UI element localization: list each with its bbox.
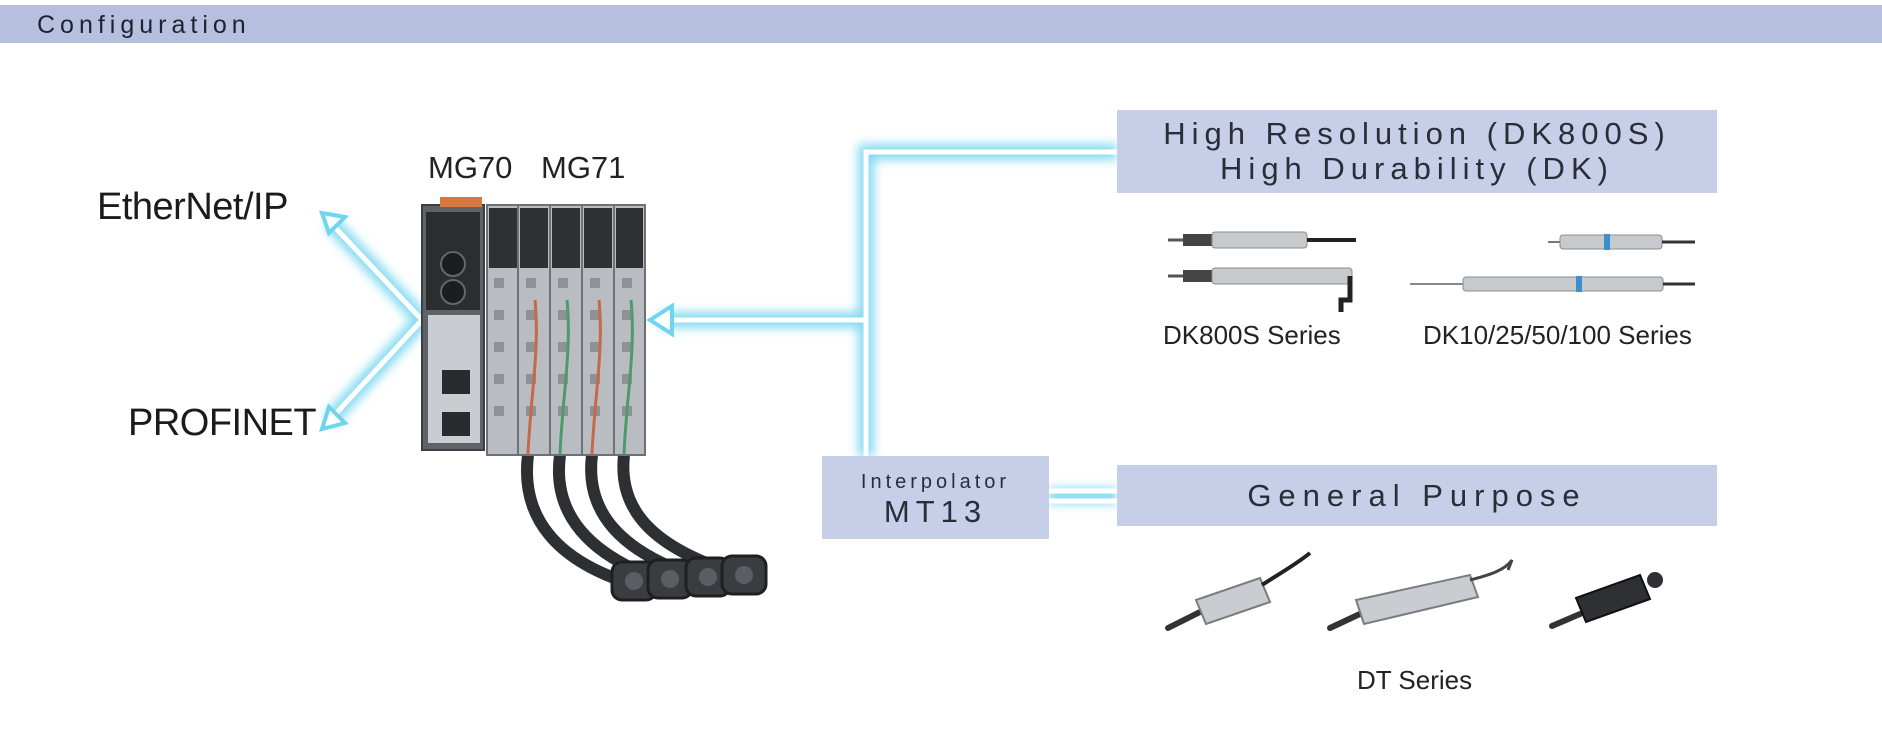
ethernet-ip-label: EtherNet/IP (97, 186, 288, 228)
interpolator-label: Interpolator (860, 471, 1011, 493)
dk800s-gauges (1168, 231, 1356, 312)
dk800s-series-label: DK800S Series (1163, 320, 1341, 350)
page-title: Configuration (37, 11, 251, 39)
dk-series-gauges (1410, 234, 1695, 292)
interpolator-box: Interpolator MT13 (822, 456, 1049, 539)
general-purpose-box: General Purpose (1117, 465, 1717, 526)
ethernet-port (442, 412, 470, 436)
arrow-to-ethernet (318, 210, 350, 237)
interpolator-model: MT13 (883, 494, 988, 529)
dt-series-gauges (1165, 551, 1663, 631)
dt-series-label: DT Series (1357, 665, 1473, 695)
high-resolution-label: High Resolution (DK800S) (1163, 116, 1671, 151)
arrow-to-module (646, 302, 674, 338)
high-resolution-box: High Resolution (DK800S) High Durability… (1117, 110, 1717, 193)
header-bar: Configuration (0, 5, 1882, 43)
ethernet-port (442, 370, 470, 394)
mg71-label: MG71 (541, 150, 626, 185)
core-layer (328, 149, 1117, 504)
colored-wires (526, 299, 634, 456)
profinet-label: PROFINET (128, 402, 317, 444)
mg70-label: MG70 (428, 150, 513, 185)
high-durability-label: High Durability (DK) (1220, 151, 1614, 186)
dk-series-label: DK10/25/50/100 Series (1423, 320, 1692, 350)
arrow-to-profinet (318, 403, 349, 432)
